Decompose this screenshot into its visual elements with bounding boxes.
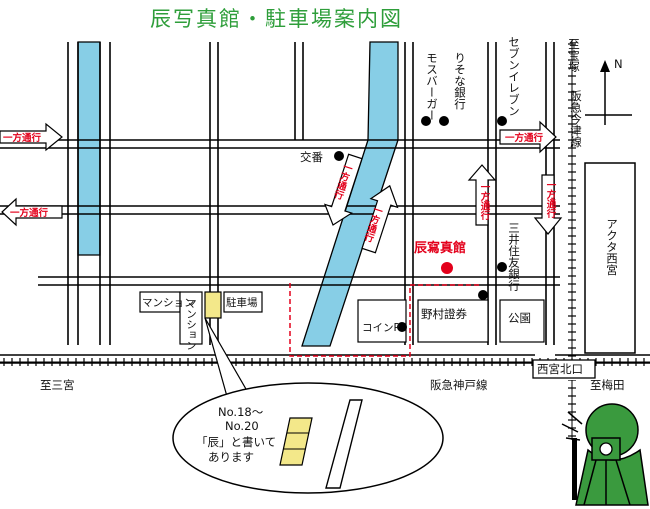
svg-text:一方通行: 一方通行 bbox=[479, 182, 492, 221]
callout-text1: 「辰」と書いて bbox=[196, 435, 276, 449]
label-sumitomo: 三井住友銀行 bbox=[507, 222, 521, 292]
label-imazu-line: 阪急今津線 bbox=[569, 89, 583, 147]
dot-studio bbox=[441, 262, 453, 274]
parking-route bbox=[289, 283, 480, 357]
label-kobe-line: 阪急神戸線 bbox=[430, 378, 488, 392]
dot-sumitomo bbox=[497, 262, 507, 272]
label-umeda: 至梅田 bbox=[590, 378, 625, 392]
label-studio: 辰寫真館 bbox=[414, 240, 466, 256]
label-parking: 駐車場 bbox=[226, 296, 258, 309]
block-parking-label bbox=[223, 291, 263, 313]
svg-text:一方通行: 一方通行 bbox=[3, 132, 42, 144]
label-hozuka: 至宝塚 bbox=[567, 38, 581, 73]
map-title: 辰写真館・駐車場案内図 bbox=[150, 7, 403, 31]
one-way-arrow-3: 一方通行 bbox=[499, 120, 557, 154]
callout-text2: あります bbox=[208, 450, 254, 464]
label-risona: りそな銀行 bbox=[453, 52, 467, 110]
label-koban: 交番 bbox=[300, 150, 323, 164]
dot-coin bbox=[397, 322, 407, 332]
dot-mos bbox=[421, 116, 431, 126]
dot-koban bbox=[334, 151, 344, 161]
parking-callout bbox=[172, 317, 444, 494]
label-mos-burger: モスバーガー bbox=[425, 52, 439, 121]
block-koen bbox=[499, 299, 545, 343]
label-coin-p: コインP bbox=[362, 322, 400, 334]
one-way-arrow-4: 一方通行 bbox=[467, 164, 497, 226]
svg-text:一方通行: 一方通行 bbox=[10, 207, 49, 219]
label-mansion-h: マンション bbox=[142, 297, 195, 309]
label-koen: 公園 bbox=[508, 311, 531, 325]
label-seven-eleven: セブンイレブン bbox=[507, 36, 521, 117]
svg-text:一方通行: 一方通行 bbox=[545, 180, 558, 219]
north-indicator bbox=[585, 60, 632, 125]
block-nomura bbox=[417, 299, 489, 343]
block-mansion-v bbox=[179, 291, 203, 345]
block-coin-p bbox=[357, 299, 407, 343]
photographer-illustration bbox=[561, 403, 649, 506]
callout-no2: No.20 bbox=[225, 419, 259, 433]
callout-no: No.18～ bbox=[218, 405, 264, 419]
one-way-arrow-1: 一方通行 bbox=[0, 122, 63, 152]
label-akuta: アクタ西宮 bbox=[605, 218, 619, 276]
station-label: 西宮北口 bbox=[537, 362, 583, 376]
block-akuta bbox=[584, 162, 636, 354]
svg-text:一方通行: 一方通行 bbox=[505, 132, 544, 144]
one-way-arrow-2: 一方通行 bbox=[1, 197, 63, 227]
north-label: N bbox=[614, 57, 623, 71]
label-mansion-v: マンション bbox=[185, 298, 197, 351]
one-way-arrow-5: 一方通行 bbox=[533, 174, 563, 235]
dot-seven bbox=[497, 116, 507, 126]
dot-nomura bbox=[478, 290, 488, 300]
label-sannomiya: 至三宮 bbox=[40, 378, 75, 392]
dot-risona bbox=[439, 116, 449, 126]
station-box bbox=[532, 359, 596, 379]
block-parking-slot bbox=[204, 291, 222, 319]
label-nomura: 野村證券 bbox=[421, 307, 467, 321]
